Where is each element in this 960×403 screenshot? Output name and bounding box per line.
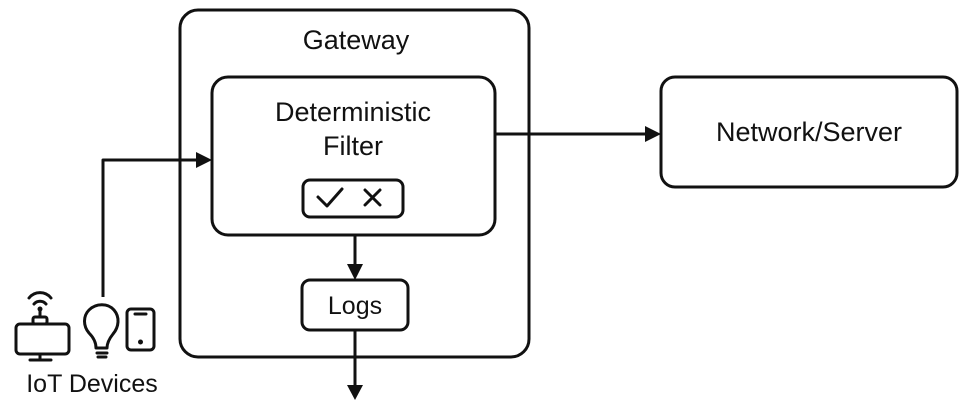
- logs-output-arrowhead: [347, 385, 363, 400]
- devices-to-filter-arrowhead: [196, 152, 212, 168]
- iot-devices: IoT Devices: [14, 291, 158, 398]
- lightbulb-icon: [83, 303, 120, 359]
- network-server-box: [659, 75, 959, 189]
- deterministic-filter: Deterministic Filter: [210, 75, 497, 237]
- filter-to-server-arrowhead: [645, 126, 661, 142]
- iot-devices-label: IoT Devices: [26, 370, 158, 398]
- wifi-router-icon: [14, 291, 71, 362]
- filter-title-line1: Deterministic: [275, 97, 431, 127]
- filter-title-line2: Filter: [323, 131, 383, 161]
- devices-to-filter-edge: [101, 158, 198, 297]
- smartphone-icon: [125, 307, 156, 352]
- gateway-title: Gateway: [303, 25, 410, 55]
- filter-to-logs-arrowhead: [347, 264, 363, 280]
- network-server-node: Network/Server: [659, 75, 959, 189]
- cross-icon: [363, 188, 382, 207]
- logs-label: Logs: [328, 292, 382, 320]
- decision-badge-box: [301, 178, 405, 219]
- logs-node: Logs: [300, 278, 410, 332]
- connectors: [101, 126, 661, 400]
- checkmark-icon: [316, 187, 344, 208]
- network-server-label: Network/Server: [716, 117, 902, 147]
- filter-decision-badge: [301, 178, 405, 219]
